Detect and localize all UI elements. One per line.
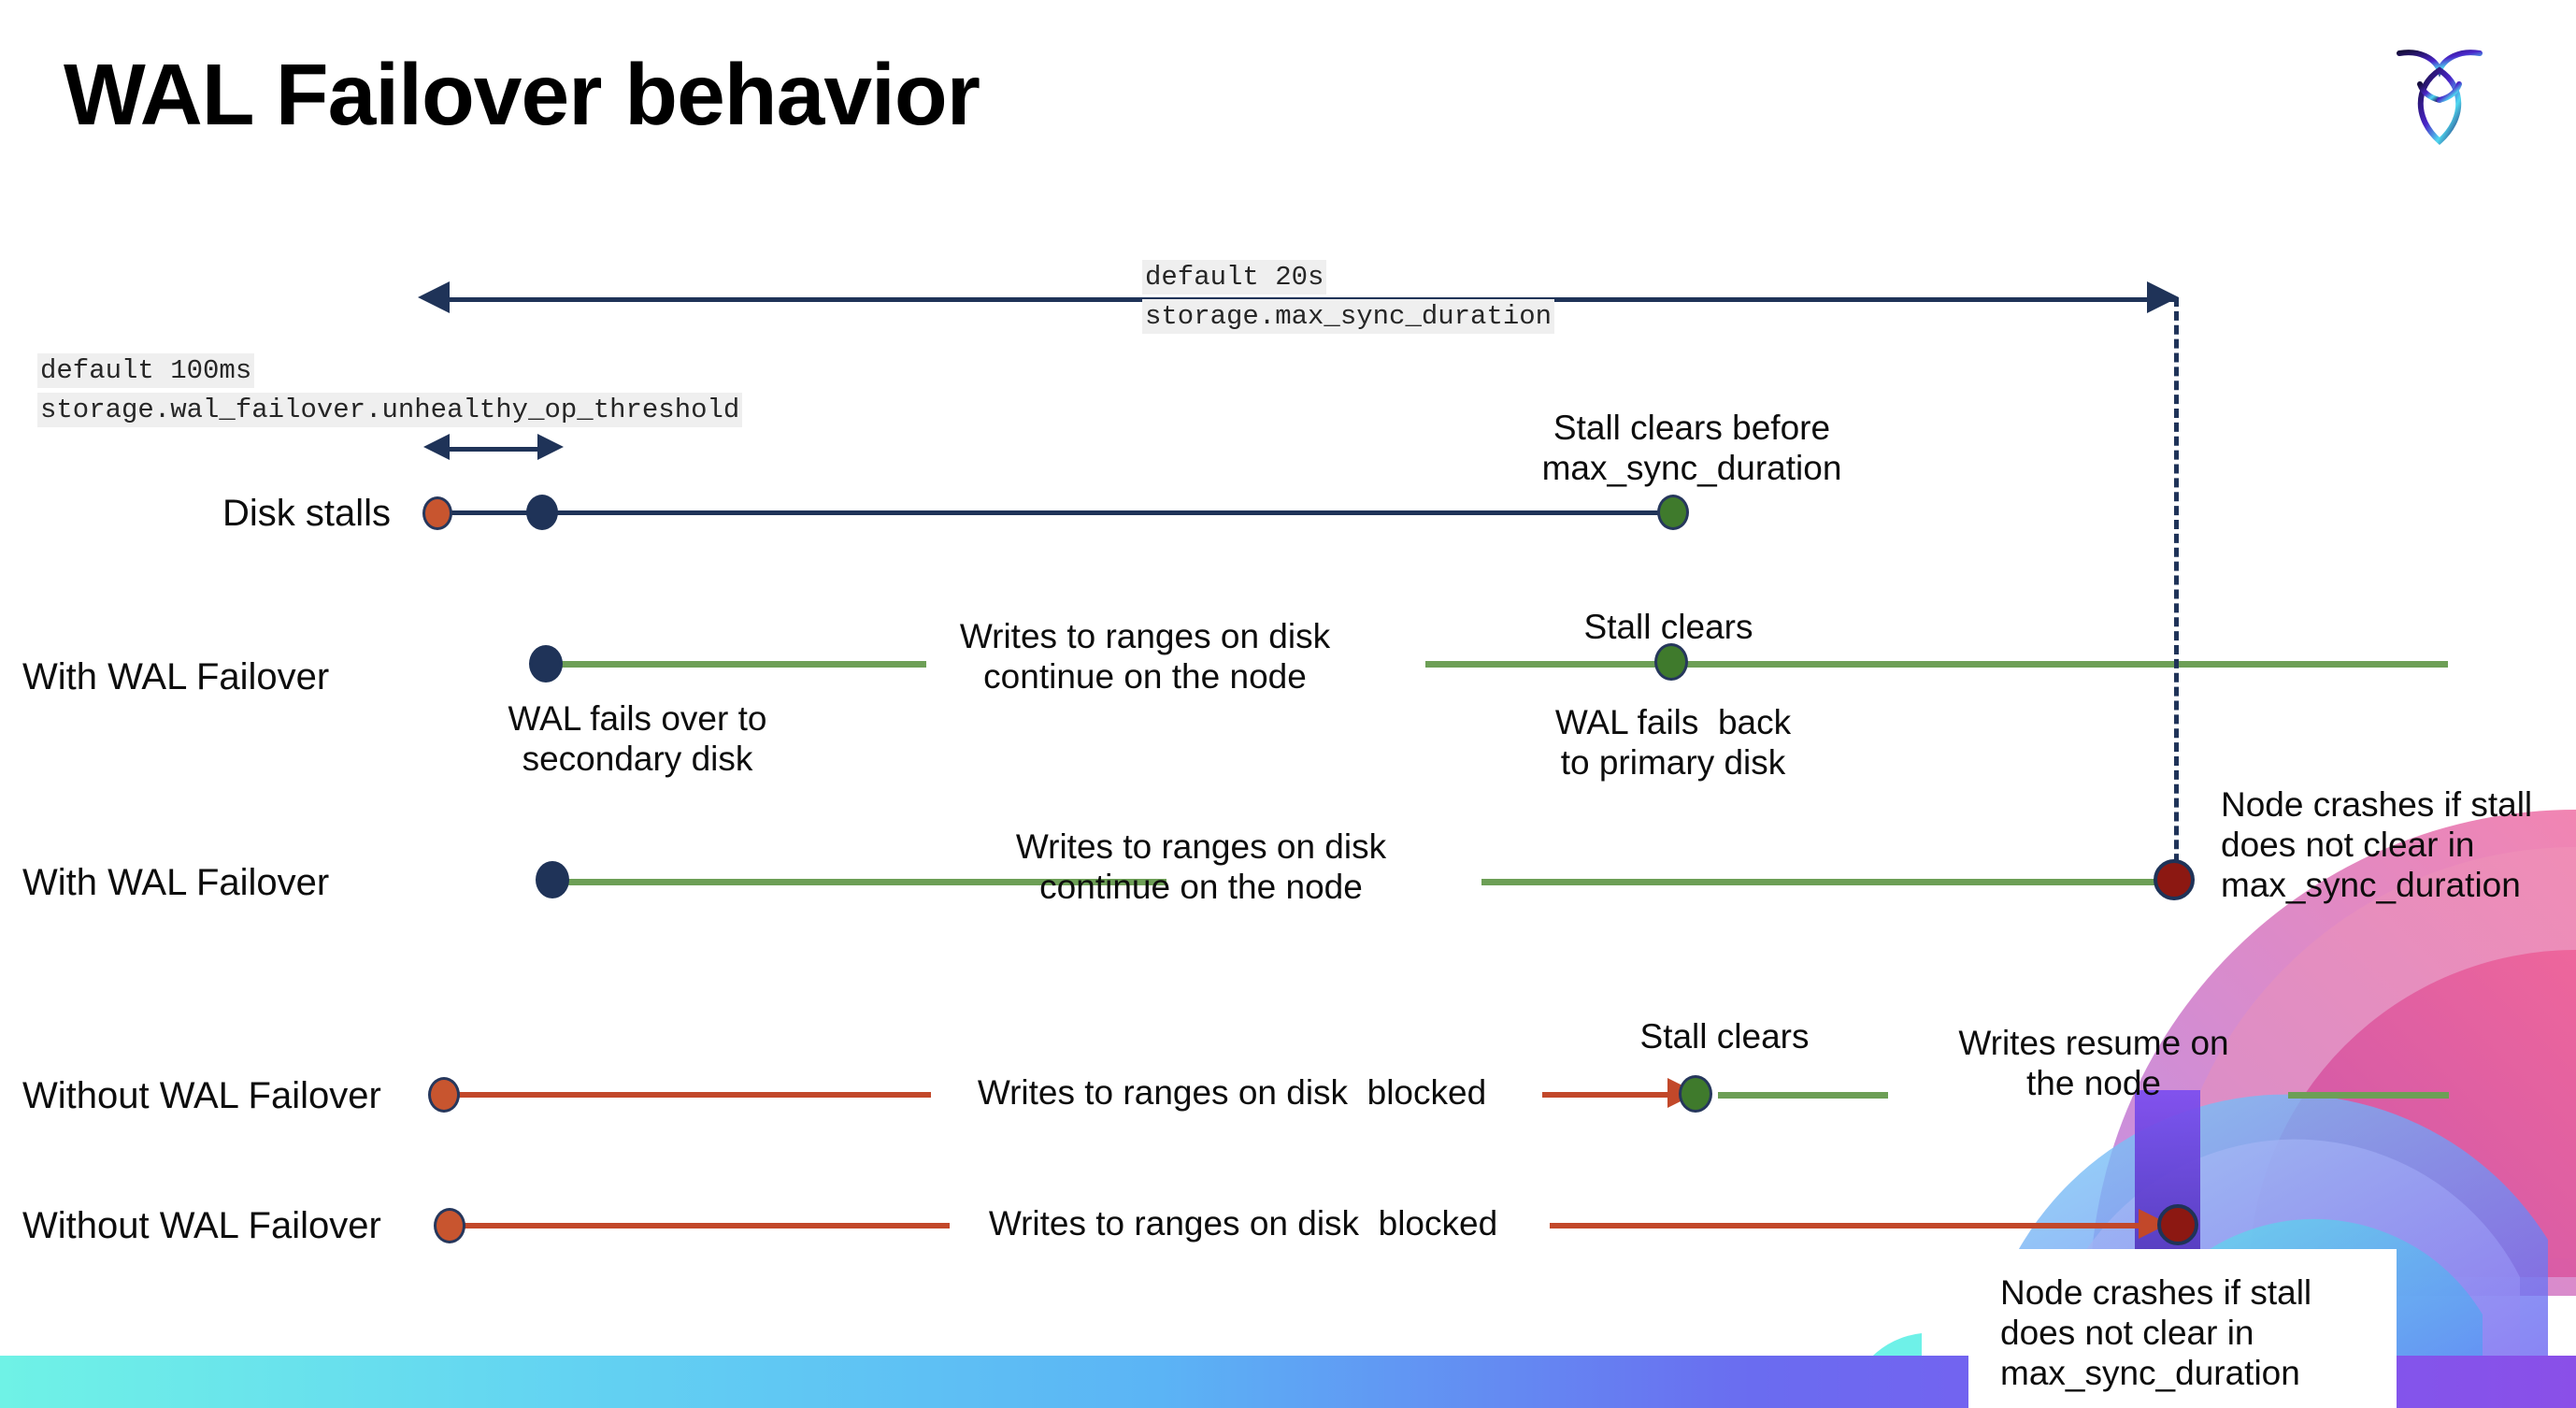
without-failover-clears-blocked-line-1	[456, 1092, 931, 1098]
with-failover-clears-clears-note: Stall clears	[1583, 608, 1753, 646]
with-failover-crash-node-crash-dot	[2154, 859, 2195, 900]
without-failover-clears-resume-line-2	[2288, 1092, 2449, 1099]
max-sync-duration-default-chip: default 20s	[1142, 260, 1327, 295]
with-failover-crash-crash-note: Node crashes if stall does not clear in …	[2221, 785, 2533, 904]
row-label-without-wal-failover-crash: Without WAL Failover	[22, 1205, 381, 1246]
with-failover-clears-segment-1	[548, 661, 926, 668]
with-failover-crash-segment-2	[1481, 879, 2173, 885]
unhealthy-op-threshold-right-arrowhead	[537, 434, 564, 460]
with-failover-clears-start-note: WAL fails over to secondary disk	[508, 699, 767, 778]
without-failover-clears-resume-line-1	[1718, 1092, 1888, 1099]
row-label-disk-stalls: Disk stalls	[222, 493, 392, 534]
disk-stalls-timeline	[439, 510, 1682, 515]
node-crash-callout: Node crashes if stall does not clear in …	[1968, 1249, 2397, 1408]
unhealthy-op-threshold-default-chip: default 100ms	[37, 353, 255, 389]
cockroachdb-logo-icon	[2388, 33, 2491, 150]
without-failover-crash-blocked-line-2	[1550, 1223, 2150, 1228]
row-label-with-wal-failover-clears: With WAL Failover	[22, 656, 330, 697]
with-failover-crash-mid-note: Writes to ranges on disk continue on the…	[1015, 827, 1387, 906]
max-sync-duration-right-arrowhead	[2147, 281, 2179, 313]
without-failover-clears-resume-note: Writes resume on the node	[1958, 1024, 2229, 1102]
page-title: WAL Failover behavior	[64, 46, 980, 143]
max-sync-duration-left-arrowhead	[418, 281, 450, 313]
without-failover-clears-start-dot	[428, 1077, 460, 1113]
max-sync-duration-setting-chip: storage.max_sync_duration	[1142, 299, 1555, 335]
unhealthy-op-threshold-span-line	[447, 447, 540, 452]
max-sync-duration-dashed-connector	[2174, 297, 2179, 877]
with-failover-clears-failover-dot	[529, 645, 563, 682]
without-failover-clears-blocked-note: Writes to ranges on disk blocked	[977, 1073, 1487, 1112]
disk-stall-start-dot	[422, 496, 452, 530]
with-failover-crash-failover-dot	[536, 861, 569, 898]
without-failover-clears-blocked-line-2	[1542, 1092, 1673, 1098]
with-failover-clears-end-note: WAL fails back to primary disk	[1554, 703, 1792, 782]
without-failover-crash-blocked-note: Writes to ranges on disk blocked	[988, 1204, 1498, 1243]
with-failover-clears-segment-2	[1425, 661, 2448, 668]
row-label-with-wal-failover-crash: With WAL Failover	[22, 862, 330, 903]
disk-stall-clears-dot	[1657, 495, 1689, 530]
without-failover-crash-blocked-line-1	[462, 1223, 950, 1228]
row-label-without-wal-failover-clears: Without WAL Failover	[22, 1075, 381, 1116]
without-failover-crash-node-crash-dot	[2157, 1204, 2198, 1245]
with-failover-clears-clears-dot	[1654, 643, 1688, 681]
disk-stalls-clears-annotation: Stall clears before max_sync_duration	[1541, 409, 1842, 487]
unhealthy-op-threshold-left-arrowhead	[423, 434, 450, 460]
without-failover-clears-clears-dot	[1679, 1075, 1712, 1113]
unhealthy-op-threshold-setting-chip: storage.wal_failover.unhealthy_op_thresh…	[37, 393, 743, 428]
with-failover-crash-segment-1	[561, 879, 1166, 885]
without-failover-clears-clears-note: Stall clears	[1639, 1017, 1810, 1056]
disk-stall-failover-dot	[526, 495, 558, 530]
with-failover-clears-mid-note: Writes to ranges on disk continue on the…	[959, 617, 1331, 696]
without-failover-crash-start-dot	[434, 1208, 465, 1243]
